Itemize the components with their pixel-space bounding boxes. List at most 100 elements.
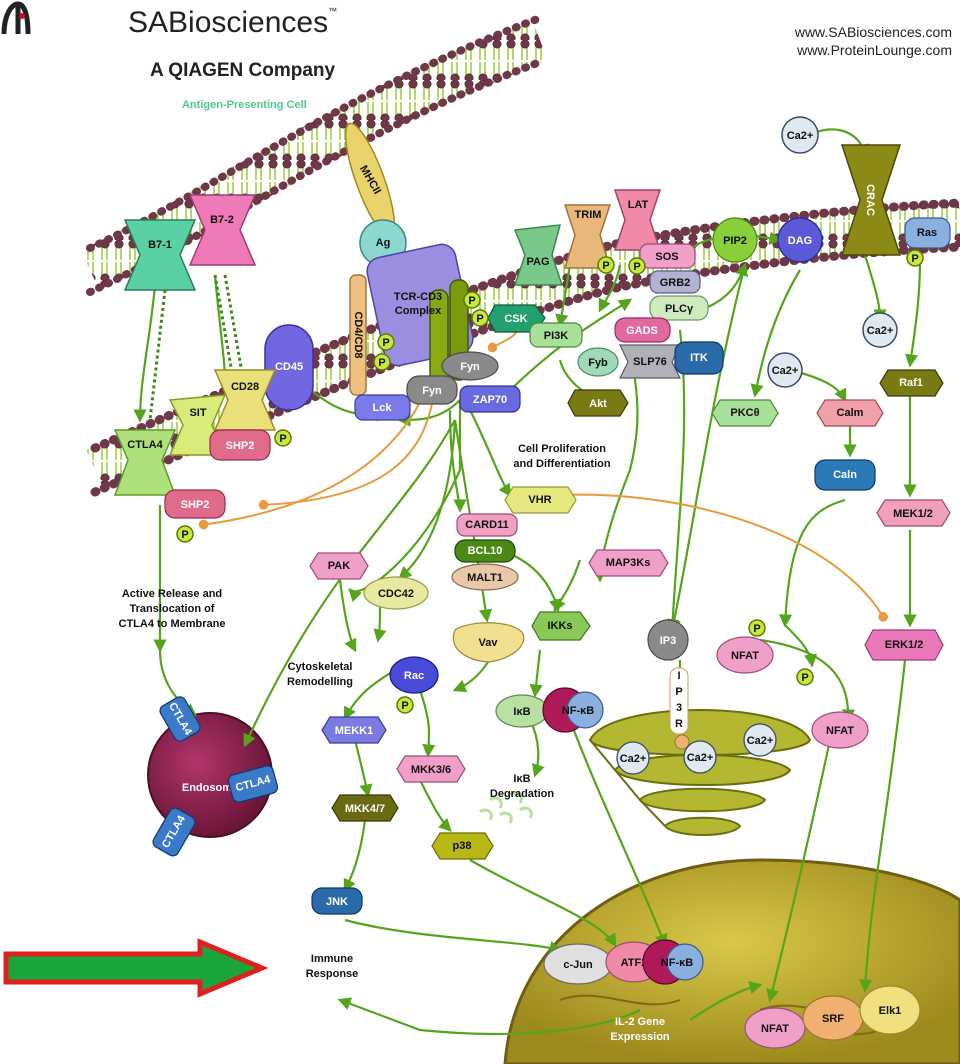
svg-text:P: P [181, 529, 188, 541]
node-rac: Rac [389, 656, 439, 694]
node-erk12: ERK1/2 [864, 629, 944, 661]
svg-text:CSK: CSK [504, 313, 527, 325]
svg-text:p38: p38 [453, 840, 472, 852]
node-ip3: IP3 [647, 619, 689, 661]
svg-text:P: P [401, 700, 408, 712]
svg-text:GADS: GADS [626, 325, 658, 337]
node-elk1: Elk1 [859, 985, 921, 1035]
crac-channel: CRAC [840, 144, 902, 256]
endosome-ctla4-top: CTLA4 [159, 696, 201, 742]
ikb-degradation-line2: Degradation [490, 788, 554, 800]
svg-text:NF-κB: NF-κB [562, 705, 594, 717]
svg-text:NFAT: NFAT [731, 650, 759, 662]
node-mkk36: MKK3/6 [396, 755, 466, 783]
svg-text:MEKK1: MEKK1 [335, 725, 374, 737]
svg-text:P: P [753, 623, 760, 635]
node-ca-top: Ca2+ [781, 116, 819, 154]
svg-text:LAT: LAT [628, 199, 649, 211]
node-p38: p38 [431, 832, 494, 860]
url-sabiosciences: www.SABiosciences.com [794, 24, 952, 40]
svg-text:B7-1: B7-1 [148, 239, 172, 251]
node-vhr: VHR [504, 486, 577, 514]
node-gads: GADS [614, 317, 671, 343]
node-ikb: IκB [495, 694, 549, 728]
node-nfat: NFAT [811, 711, 869, 749]
svg-text:P: P [378, 357, 385, 369]
phosphate-icon: P [906, 249, 924, 267]
svg-text:SHP2: SHP2 [226, 440, 255, 452]
node-shp2-b: SHP2 [164, 489, 226, 519]
node-fyn-a: Fyn [441, 351, 499, 381]
svg-text:Ca2+: Ca2+ [772, 365, 799, 377]
svg-text:Ca2+: Ca2+ [620, 753, 647, 765]
svg-text:NF-κB: NF-κB [661, 957, 693, 969]
node-plcg: PLCγ [649, 295, 709, 321]
svg-text:NFAT: NFAT [761, 1023, 789, 1035]
svg-text:VHR: VHR [528, 494, 551, 506]
b7-2-receptor: B7-2 [188, 194, 257, 266]
lat-protein: LAT [613, 189, 662, 251]
phosphate-icon: P [471, 309, 489, 327]
node-csk: CSK [487, 304, 546, 333]
svg-text:c-Jun: c-Jun [563, 959, 593, 971]
phosphate-icon: P [396, 696, 414, 714]
svg-text:SOS: SOS [655, 251, 678, 263]
svg-text:Fyb: Fyb [588, 357, 608, 369]
node-mekk1: MEKK1 [321, 716, 387, 744]
endosome-ctla4-bottom: CTLA4 [152, 807, 196, 857]
node-malt1: MALT1 [451, 563, 519, 591]
svg-text:I: I [677, 670, 680, 682]
svg-text:TRIM: TRIM [575, 209, 602, 221]
node-mek12: MEK1/2 [876, 499, 951, 527]
node-grb2: GRB2 [649, 270, 701, 294]
node-pi3k: PI3K [529, 322, 583, 348]
endosome-label: Endosome [182, 782, 238, 794]
svg-text:PAG: PAG [526, 256, 549, 268]
node-slp76: SLP76 [619, 344, 681, 379]
node-nfkb: NF-κB [542, 687, 604, 733]
pointer-arrow-icon [3, 938, 269, 998]
svg-text:ERK1/2: ERK1/2 [885, 639, 924, 651]
cd45-phosphatase: CD45 [264, 324, 314, 411]
node-nfkb-nuclear: NF-κB [642, 939, 704, 985]
svg-text:Ca2+: Ca2+ [787, 130, 814, 142]
svg-text:CARD11: CARD11 [465, 519, 508, 531]
node-card11: CARD11 [456, 513, 518, 537]
active-release-line1: Active Release and [122, 588, 222, 600]
svg-text:JNK: JNK [326, 896, 348, 908]
phosphate-icon: P [796, 668, 814, 686]
svg-text:P: P [911, 253, 918, 265]
svg-text:CD45: CD45 [275, 361, 303, 373]
node-lck: Lck [354, 394, 411, 421]
svg-text:Ras: Ras [917, 227, 937, 239]
phosphate-icon: P [176, 525, 194, 543]
brand-name: SABiosciences™ [128, 6, 338, 39]
svg-text:ATF2: ATF2 [621, 957, 648, 969]
node-ras: Ras [904, 217, 951, 249]
node-zap70: ZAP70 [459, 385, 521, 413]
node-nfat-p: NFAT [716, 636, 774, 674]
svg-text:GRB2: GRB2 [660, 277, 691, 289]
svg-text:R: R [675, 718, 683, 730]
svg-text:ZAP70: ZAP70 [473, 394, 507, 406]
cd4-cd8-coreceptor: CD4/CD8 [349, 274, 367, 396]
cd28-receptor: CD28 [213, 369, 277, 431]
svg-text:Rac: Rac [404, 670, 424, 682]
node-ikks: IKKs [531, 611, 591, 641]
svg-text:Caln: Caln [833, 469, 857, 481]
sabiosciences-logo-icon [1, 1, 31, 35]
svg-text:MKK4/7: MKK4/7 [345, 803, 385, 815]
svg-text:NFAT: NFAT [826, 725, 854, 737]
node-ca-left: Ca2+ [767, 352, 803, 388]
phosphate-icon: P [274, 429, 292, 447]
svg-text:IKKs: IKKs [547, 620, 572, 632]
ikb-fragments [478, 791, 533, 824]
il2-expression-line2: Expression [610, 1031, 670, 1043]
node-srf: SRF [802, 995, 864, 1041]
svg-text:Elk1: Elk1 [879, 1005, 902, 1017]
svg-text:MEK1/2: MEK1/2 [893, 508, 933, 520]
svg-text:P: P [633, 261, 640, 273]
node-raf1: Raf1 [879, 369, 944, 397]
svg-text:P: P [279, 433, 286, 445]
